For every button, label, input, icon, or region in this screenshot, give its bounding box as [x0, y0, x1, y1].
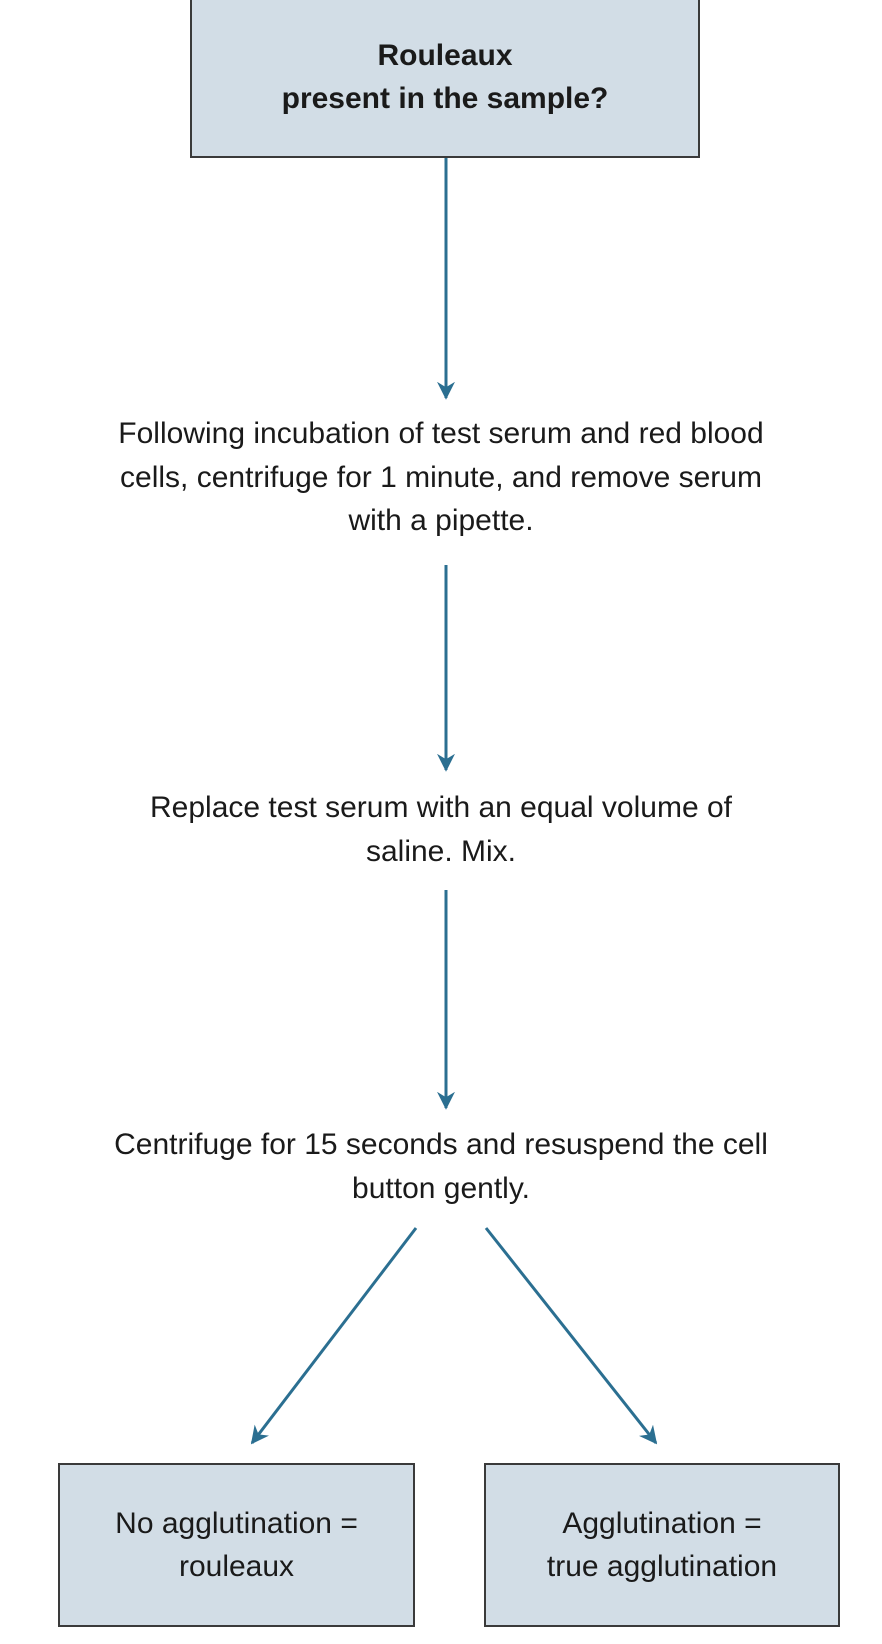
step-incubation-line-1: Following incubation of test serum and r… — [118, 417, 764, 450]
step-centrifuge: Centrifuge for 15 seconds and resuspend … — [0, 1123, 882, 1210]
outcome-agglutination-box: Agglutination = true agglutination — [484, 1463, 840, 1627]
step-incubation-line-3: with a pipette. — [348, 504, 534, 537]
outcome-no-line-2: rouleaux — [178, 1550, 295, 1583]
question-line-1: Rouleaux — [377, 38, 513, 72]
outcome-yes-line-2: true agglutination — [546, 1550, 778, 1583]
step-incubation-line-2: cells, centrifuge for 1 minute, and remo… — [120, 460, 762, 494]
step-centrifuge-line-1: Centrifuge for 15 seconds and resuspend … — [114, 1128, 768, 1161]
question-box: Rouleaux present in the sample? — [190, 0, 700, 158]
outcome-no-line-1: No agglutination = — [115, 1506, 358, 1540]
outcome-no-agglutination-box: No agglutination = rouleaux — [58, 1463, 415, 1627]
outcome-yes-line-1: Agglutination = — [562, 1506, 762, 1540]
step-replace: Replace test serum with an equal volume … — [0, 786, 882, 873]
step-replace-line-2: saline. Mix. — [365, 834, 517, 868]
arrow-centrifuge-to-yes — [484, 1227, 658, 1445]
question-line-2: present in the sample? — [281, 82, 609, 115]
step-centrifuge-line-2: button gently. — [352, 1171, 530, 1205]
step-incubation: Following incubation of test serum and r… — [0, 412, 882, 543]
arrow-centrifuge-to-no — [250, 1227, 418, 1445]
step-replace-line-1: Replace test serum with an equal volume … — [150, 791, 732, 824]
